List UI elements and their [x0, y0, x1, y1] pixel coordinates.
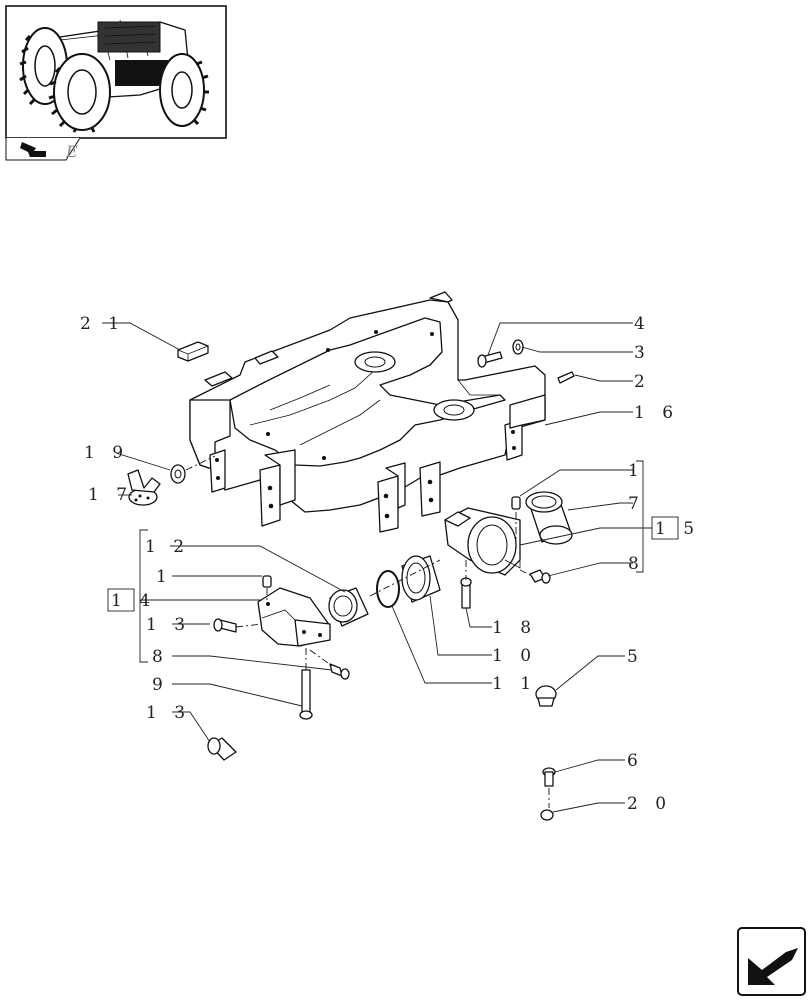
group-bracket-14	[107, 529, 148, 663]
label-2: 2	[634, 372, 651, 392]
label-11: 1 1	[492, 674, 537, 694]
label-3: 3	[634, 343, 651, 363]
next-page-button[interactable]	[737, 927, 806, 996]
part-2-pin	[557, 371, 575, 384]
label-12: 1 2	[145, 537, 190, 557]
label-17: 1 7	[88, 485, 133, 505]
label-18: 1 8	[492, 618, 537, 638]
part-9-screw	[299, 669, 313, 720]
part-1-dowel-right	[511, 496, 521, 510]
part-6-screw	[542, 767, 556, 787]
tractor-thumbnail[interactable]	[5, 5, 227, 139]
part-8-grease-fitting-left	[329, 663, 350, 680]
label-13-upper: 1 3	[146, 615, 191, 635]
part-17-knob	[127, 469, 161, 506]
part-13-screw-upper	[213, 618, 237, 633]
label-9: 9	[152, 675, 169, 695]
label-1-right: 1	[628, 461, 645, 481]
label-10: 1 0	[492, 646, 537, 666]
label-6: 6	[627, 751, 644, 771]
callout-labels: 2 1 4 3 2 1 6 1 9 1 7 1 7 1 5 8 1 2 1 1 …	[80, 314, 700, 814]
arrow-icon	[748, 948, 798, 985]
part-20-washer	[540, 809, 554, 821]
part-21-key	[177, 341, 209, 362]
label-1-left: 1	[156, 567, 173, 587]
label-8-left: 8	[152, 647, 169, 667]
thumbnail-tab-label: E	[65, 142, 78, 161]
part-7-bushing	[525, 491, 573, 545]
part-5-cap	[535, 685, 557, 707]
label-8-right: 8	[628, 554, 645, 574]
label-14: 1 4	[111, 591, 156, 611]
part-15-bearing-support	[444, 507, 521, 576]
label-21: 2 1	[80, 314, 125, 334]
part-12-bushing	[328, 587, 369, 627]
label-5: 5	[627, 647, 644, 667]
part-11-o-ring	[376, 570, 400, 608]
label-16: 1 6	[634, 403, 679, 423]
part-19-washer	[170, 464, 186, 484]
label-13-lower: 1 3	[146, 703, 191, 723]
part-10-bushing	[401, 555, 441, 603]
part-13-plug	[207, 737, 237, 761]
label-4: 4	[634, 314, 651, 334]
part-4-bolt	[477, 351, 503, 368]
leader-lines	[102, 322, 652, 813]
part-14-bearing-support	[257, 587, 331, 647]
part-3-washer	[512, 339, 524, 355]
label-19: 1 9	[84, 443, 129, 463]
label-20: 2 0	[627, 794, 672, 814]
part-1-dowel-left	[262, 575, 272, 588]
thumbnail-nav-tab[interactable]: E	[5, 137, 81, 161]
front-axle-support-frame	[189, 291, 546, 533]
label-7: 7	[628, 494, 645, 514]
arrow-icon	[20, 142, 46, 157]
group-bracket-15	[636, 460, 679, 573]
part-18-screw	[460, 577, 472, 609]
label-15: 1 5	[655, 519, 700, 539]
part-8-grease-fitting-right	[529, 569, 551, 584]
